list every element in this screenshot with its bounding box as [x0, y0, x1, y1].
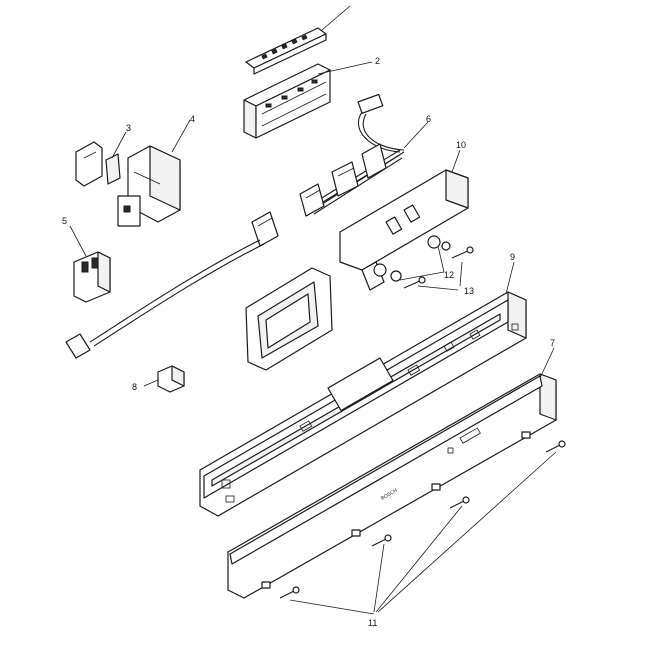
callout-9: 9	[510, 252, 515, 262]
callout-12: 12	[444, 270, 454, 280]
callout-4: 4	[190, 114, 195, 124]
part-4-switch-assembly: 4	[117, 114, 195, 227]
callout-2: 2	[375, 56, 380, 66]
part-7-front-fascia: BOSCH 7	[227, 338, 557, 599]
part-2-control-module: 2	[243, 56, 380, 139]
part-1-display-strip	[245, 5, 351, 75]
callout-11: 11	[368, 618, 377, 628]
part-11-fascia-screws: 11	[279, 440, 566, 628]
callout-6: 6	[426, 114, 431, 124]
part-8-block: 8	[132, 365, 185, 393]
display-frame	[245, 267, 333, 371]
part-6-wiring-harness: 6	[65, 93, 431, 359]
part-3-bracket: 3	[75, 123, 131, 187]
callout-5: 5	[62, 216, 67, 226]
callout-8: 8	[132, 382, 137, 392]
callout-3: 3	[126, 123, 131, 133]
callout-10: 10	[456, 140, 466, 150]
part-10-mounting-plate: 10	[339, 140, 469, 291]
part-13-screws: 13	[403, 246, 474, 296]
part-9-inner-panel: 9	[199, 252, 527, 517]
callout-7: 7	[550, 338, 555, 348]
callout-13: 13	[464, 286, 474, 296]
part-12-bushings: 12	[373, 235, 454, 282]
part-5-door-switch: 5	[62, 216, 111, 303]
